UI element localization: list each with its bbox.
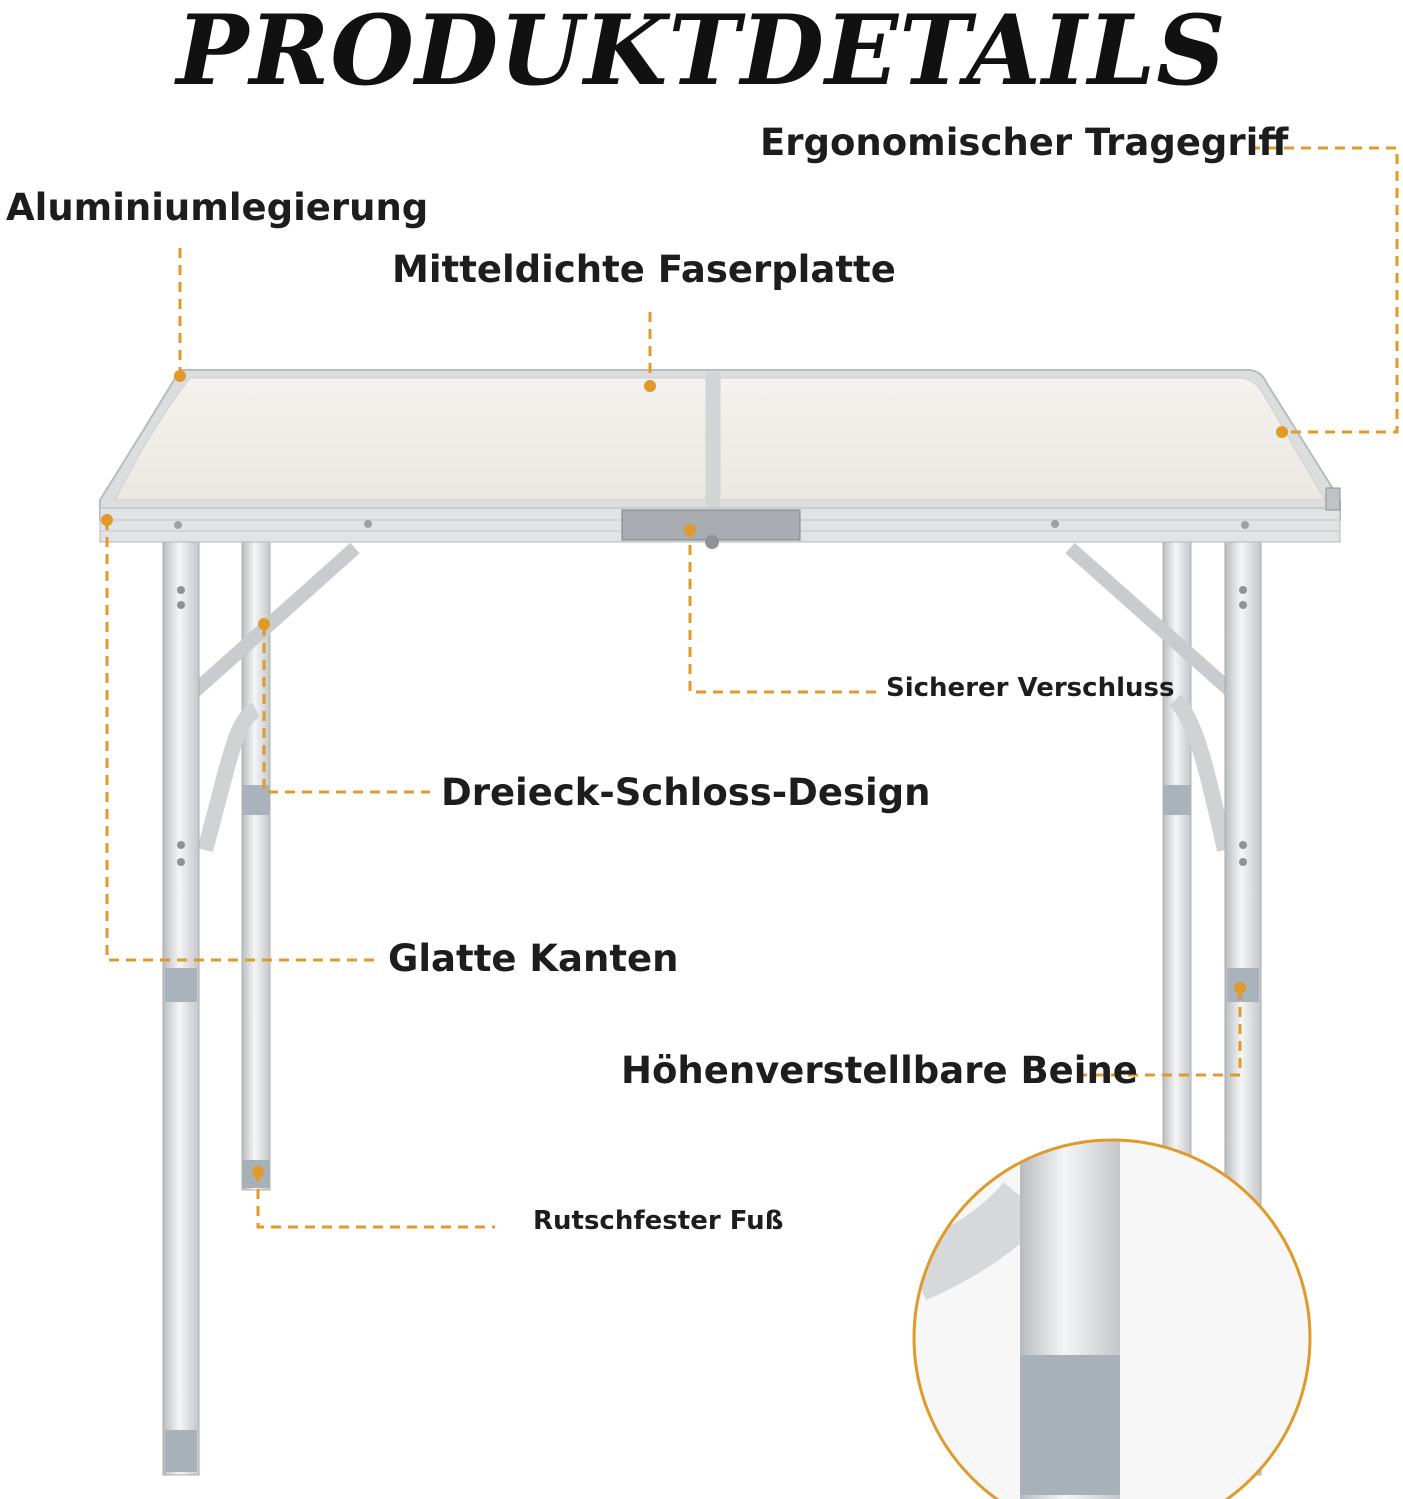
label-mdf-board: Mitteldichte Faserplatte [392,248,896,291]
callout-lines [105,146,1399,1229]
label-carry-handle: Ergonomischer Tragegriff [760,121,1289,164]
callout-dots [101,370,1288,1178]
back-legs [241,539,1192,1191]
label-aluminium-alloy: Aluminiumlegierung [6,186,429,229]
label-triangle-lock: Dreieck-Schloss-Design [441,771,931,814]
label-non-slip-foot: Rutschfester Fuß [533,1206,784,1236]
label-smooth-edges: Glatte Kanten [388,937,679,980]
page-title: PRODUKTDETAILS [176,0,1227,107]
foot-zoom-inset [912,1138,1312,1499]
label-secure-lock: Sicherer Verschluss [886,673,1175,703]
tabletop [99,369,1341,549]
label-adjustable-legs: Höhenverstellbare Beine [621,1049,1138,1092]
